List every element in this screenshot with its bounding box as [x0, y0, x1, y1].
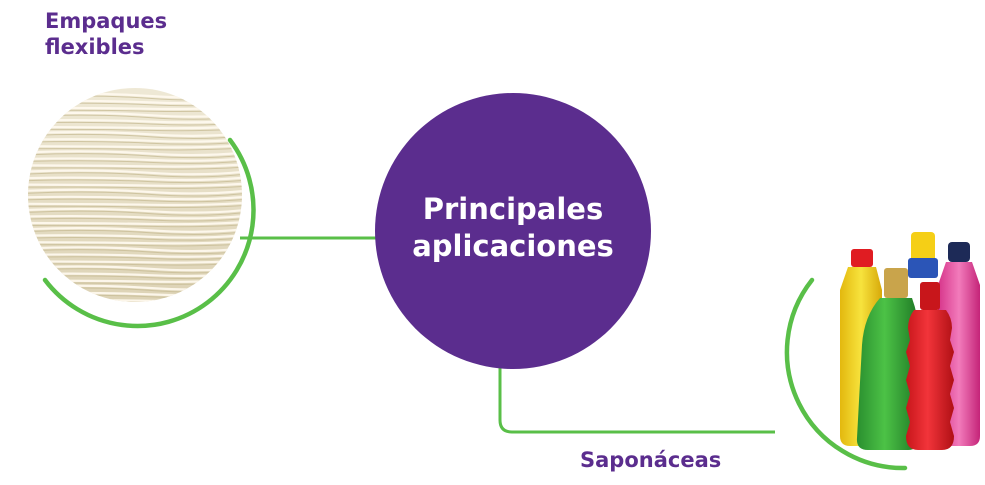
paper-sheet-edge: [28, 162, 242, 168]
paper-sheet-edge: [28, 207, 242, 214]
cleaning-bottles-photo: [840, 232, 980, 450]
paper-sheet-shadow: [28, 159, 242, 164]
paper-sheet-edge: [28, 200, 242, 207]
paper-sheet-edge: [28, 187, 242, 195]
paper-sheet-shadow: [28, 152, 242, 159]
paper-sheet-edge: [28, 143, 242, 149]
application-label-empaques-flexibles: Empaques flexibles: [45, 9, 168, 59]
paper-sheet-shadow: [20, 307, 260, 312]
paper-sheet-shadow: [28, 235, 242, 241]
arc-left: [42, 137, 256, 329]
application-label-saponaceas: Saponáceas: [580, 448, 722, 472]
paper-sheet-edge: [28, 194, 242, 201]
paper-sheet-shadow: [28, 223, 242, 228]
paper-sheet-shadow: [28, 197, 242, 203]
paper-sheet-edge: [28, 232, 242, 239]
paper-sheet-shadow: [28, 216, 242, 222]
paper-sheet-edge: [28, 149, 242, 157]
paper-sheet-edge: [20, 304, 260, 308]
paper-sheet-shadow: [28, 184, 242, 189]
paper-sheet-edge: [28, 155, 242, 162]
paper-sheet-shadow: [28, 146, 242, 151]
central-concept-title: Principales aplicaciones: [412, 192, 614, 263]
paper-sheet-edge: [28, 168, 242, 176]
paper-sheet-shadow: [28, 242, 242, 247]
arc-right: [784, 277, 908, 471]
central-concept-circle: Principales aplicaciones: [375, 93, 651, 369]
paper-sheet-shadow: [28, 210, 242, 216]
paper-sheet-shadow: [28, 229, 242, 235]
connector-line-right: [498, 368, 775, 434]
paper-sheet-shadow: [28, 203, 242, 209]
paper-sheet-shadow: [28, 191, 242, 197]
paper-sheet-edge: [28, 239, 242, 245]
paper-sheet-edge: [28, 213, 242, 220]
paper-sheet-shadow: [28, 178, 242, 184]
paper-sheet-shadow: [28, 139, 242, 145]
stacked-paper-sheets-photo: [20, 88, 260, 312]
paper-sheet-shadow: [28, 165, 242, 170]
paper-sheet-edge: [28, 219, 242, 226]
paper-sheet-edge: [28, 175, 242, 182]
paper-sheet-edge: [28, 226, 242, 233]
paper-sheet-edge: [28, 181, 242, 187]
paper-sheet-shadow: [28, 171, 242, 178]
